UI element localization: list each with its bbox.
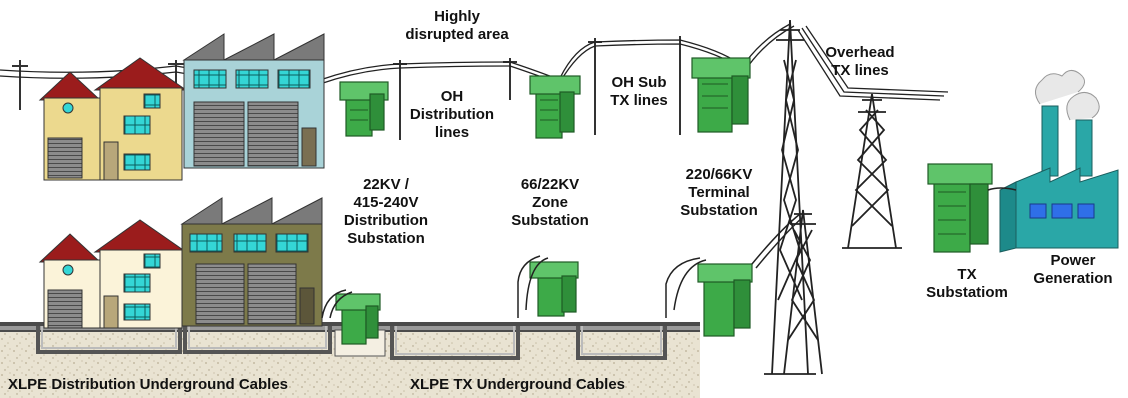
terminal-substation-label: 220/66KV Terminal Substation (680, 166, 758, 219)
overhead-tx-label: Overhead TX lines (825, 44, 895, 79)
cable-terminations (321, 213, 805, 319)
highly-disrupted-label: Highly disrupted area (405, 8, 509, 43)
power-station-icon (987, 70, 1119, 253)
xlpe-distribution-label: XLPE Distribution Underground Cables (8, 376, 289, 393)
factory-icon (180, 197, 323, 327)
house-icon (38, 219, 188, 329)
transformer-icon (335, 57, 993, 345)
underground-cable-trench (36, 326, 667, 360)
tx-substation-label: TX Substatiom (926, 266, 1008, 301)
tower-icon (764, 19, 902, 375)
zone-substation-label: 66/22KV Zone Substation (511, 176, 589, 229)
distribution-substation-label: 22KV / 415-240V Distribution Substation (343, 176, 429, 247)
power-generation-label: Power Generation (1033, 252, 1113, 287)
xlpe-tx-label: XLPE TX Underground Cables (410, 376, 626, 393)
house-icon (38, 57, 188, 181)
factory-icon (182, 33, 325, 169)
oh-distribution-label: OH Distribution lines (409, 88, 495, 141)
pole-icon (12, 36, 681, 140)
oh-sub-tx-label: OH Sub TX lines (610, 74, 668, 109)
